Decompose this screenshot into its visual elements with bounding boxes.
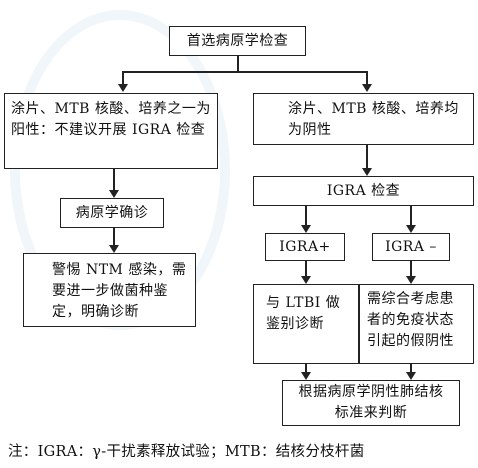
ltbi-label: 与 LTBI 做鉴别诊断 (266, 295, 341, 332)
arrow-head (109, 245, 119, 253)
connector (410, 261, 412, 277)
footnote: 注：IGRA：γ-干扰素释放试验；MTB：结核分枝杆菌 (8, 444, 365, 460)
ntm-box: 警惕 NTM 感染，需要进一步做菌种鉴定，明确诊断 (23, 253, 196, 327)
igra-positive-box: IGRA+ (265, 233, 345, 261)
arrow-head (301, 276, 311, 284)
negative-result-label: 涂片、MTB 核酸、培养均为阴性 (288, 101, 459, 138)
arrow-head (406, 225, 416, 233)
final-box: 根据病原学阴性肺结核标准来判断 (282, 380, 460, 426)
start-label: 首选病原学检查 (186, 32, 289, 49)
connector (305, 364, 307, 373)
arrow-head (406, 372, 416, 380)
connector (237, 56, 239, 72)
igra-negative-box: IGRA – (372, 233, 450, 261)
connector (366, 145, 368, 169)
connector (122, 71, 124, 85)
connector (305, 206, 307, 226)
connector (113, 228, 115, 246)
arrow-head (109, 190, 119, 198)
connector (410, 364, 412, 373)
start-box: 首选病原学检查 (169, 26, 306, 56)
igra-box: IGRA 检查 (253, 176, 474, 206)
connector (113, 169, 115, 190)
ntm-label: 警惕 NTM 感染，需要进一步做菌种鉴定，明确诊断 (52, 262, 187, 320)
connector (305, 261, 307, 277)
igra-label: IGRA 检查 (326, 182, 401, 199)
arrow-head (362, 168, 372, 176)
false-negative-label: 需综合考虑患者的免疫状态引起的假阴性 (367, 291, 454, 349)
positive-result-label: 涂片、MTB 核酸、培养之一为阳性：不建议开展 IGRA 检查 (11, 101, 211, 138)
igra-positive-label: IGRA+ (279, 238, 331, 255)
connector (366, 71, 368, 85)
arrow-head (362, 84, 372, 92)
false-negative-box: 需综合考虑患者的免疫状态引起的假阴性 (359, 284, 474, 364)
positive-result-box: 涂片、MTB 核酸、培养之一为阳性：不建议开展 IGRA 检查 (4, 93, 218, 169)
connector (410, 206, 412, 226)
arrow-head (118, 84, 128, 92)
arrow-head (406, 276, 416, 284)
ltbi-box: 与 LTBI 做鉴别诊断 (253, 284, 359, 364)
igra-negative-label: IGRA – (385, 238, 437, 255)
arrow-head (301, 372, 311, 380)
negative-result-box: 涂片、MTB 核酸、培养均为阴性 (253, 93, 474, 145)
connector (122, 71, 367, 73)
confirm-label: 病原学确诊 (75, 204, 149, 221)
arrow-head (301, 225, 311, 233)
confirm-box: 病原学确诊 (60, 198, 164, 228)
final-label: 根据病原学阴性肺结核标准来判断 (298, 384, 444, 421)
